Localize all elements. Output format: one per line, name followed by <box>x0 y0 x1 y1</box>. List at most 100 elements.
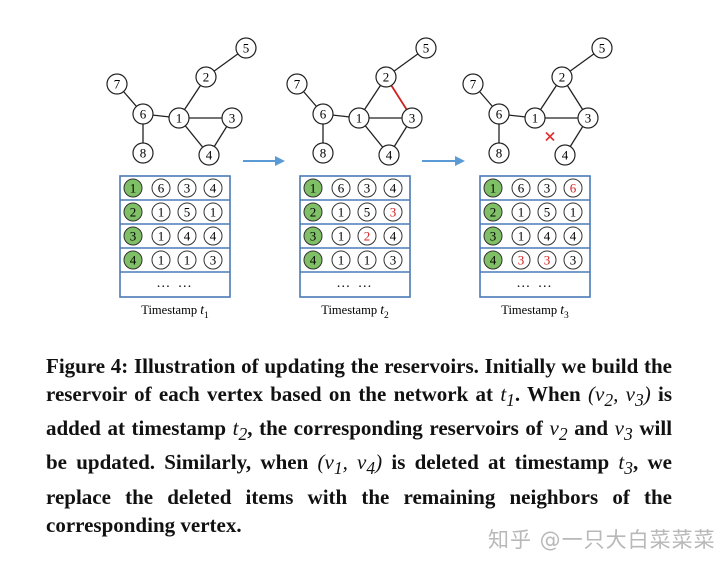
node-label: 2 <box>559 70 566 85</box>
item-cell <box>563 178 583 198</box>
item-cell <box>151 178 171 198</box>
node-circle <box>312 142 334 164</box>
item-cell <box>203 202 223 222</box>
graph-node: 8 <box>312 142 334 164</box>
timestamp-label: Timestamp t1 <box>141 302 209 321</box>
item-cell <box>563 202 583 222</box>
vertex-id: 4 <box>130 253 137 268</box>
vertex-cell <box>483 202 503 222</box>
node-label: 8 <box>140 146 147 161</box>
node-circle <box>198 144 220 166</box>
row-ellipsis: … … <box>156 276 194 291</box>
item-value: 1 <box>158 253 165 268</box>
node-circle <box>401 107 423 129</box>
item-cell <box>383 250 403 270</box>
item-cell <box>511 250 531 270</box>
node-label: 6 <box>496 107 503 122</box>
node-label: 1 <box>356 111 363 126</box>
node-circle <box>312 103 334 125</box>
node-circle <box>286 73 308 95</box>
item-value: 6 <box>570 181 577 196</box>
node-circle <box>106 73 128 95</box>
item-cell <box>357 250 377 270</box>
vertex-id: 2 <box>130 205 137 220</box>
row-ellipsis: … … <box>336 276 374 291</box>
item-value: 3 <box>390 205 397 220</box>
item-cell <box>331 226 351 246</box>
node-circle <box>132 142 154 164</box>
node-label: 4 <box>386 148 393 163</box>
item-cell <box>177 178 197 198</box>
item-value: 1 <box>210 205 217 220</box>
vertex-cell <box>123 178 143 198</box>
item-value: 1 <box>184 253 191 268</box>
item-cell <box>357 202 377 222</box>
graph-node: 4 <box>378 144 400 166</box>
item-cell <box>537 250 557 270</box>
vertex-id: 4 <box>490 253 497 268</box>
graph-node: 3 <box>401 107 423 129</box>
item-cell <box>331 250 351 270</box>
vertex-cell <box>303 202 323 222</box>
item-value: 5 <box>364 205 371 220</box>
item-cell <box>177 226 197 246</box>
item-value: 1 <box>338 205 345 220</box>
graph-node: 4 <box>554 144 576 166</box>
arrow-head <box>455 156 465 166</box>
item-cell <box>203 250 223 270</box>
node-circle <box>554 144 576 166</box>
item-value: 1 <box>158 205 165 220</box>
item-cell <box>331 202 351 222</box>
item-cell <box>537 178 557 198</box>
graph-node: 6 <box>488 103 510 125</box>
item-cell <box>383 202 403 222</box>
graph-node: 2 <box>551 66 573 88</box>
row-ellipsis: … … <box>516 276 554 291</box>
node-label: 2 <box>383 70 390 85</box>
item-cell <box>511 178 531 198</box>
graph-node: 1 <box>524 107 546 129</box>
transition-arrow <box>422 156 465 166</box>
item-value: 4 <box>184 229 191 244</box>
node-circle <box>591 37 613 59</box>
vertex-id: 2 <box>490 205 497 220</box>
item-cell <box>511 202 531 222</box>
item-value: 3 <box>184 181 191 196</box>
node-label: 3 <box>229 111 236 126</box>
node-circle <box>577 107 599 129</box>
vertex-id: 3 <box>490 229 497 244</box>
item-cell <box>177 250 197 270</box>
node-circle <box>235 37 257 59</box>
figure-caption: Figure 4: Illustration of updating the r… <box>46 354 673 537</box>
graph-node: 6 <box>312 103 334 125</box>
graph-node: 6 <box>132 103 154 125</box>
item-cell <box>151 250 171 270</box>
item-value: 3 <box>544 253 551 268</box>
delete-mark <box>545 131 555 142</box>
vertex-cell <box>123 202 143 222</box>
node-label: 7 <box>470 77 477 92</box>
node-label: 7 <box>114 77 121 92</box>
node-circle <box>348 107 370 129</box>
watermark: 知乎 @一只大白菜菜菜 <box>488 528 716 552</box>
vertex-cell <box>123 226 143 246</box>
transition-arrow <box>243 156 285 166</box>
item-cell <box>537 202 557 222</box>
item-value: 3 <box>518 253 525 268</box>
node-label: 6 <box>320 107 327 122</box>
graph-node: 5 <box>591 37 613 59</box>
vertex-cell <box>483 178 503 198</box>
node-label: 7 <box>294 77 301 92</box>
graph-node: 5 <box>415 37 437 59</box>
vertex-cell <box>483 250 503 270</box>
vertex-id: 1 <box>310 181 317 196</box>
item-value: 6 <box>518 181 525 196</box>
